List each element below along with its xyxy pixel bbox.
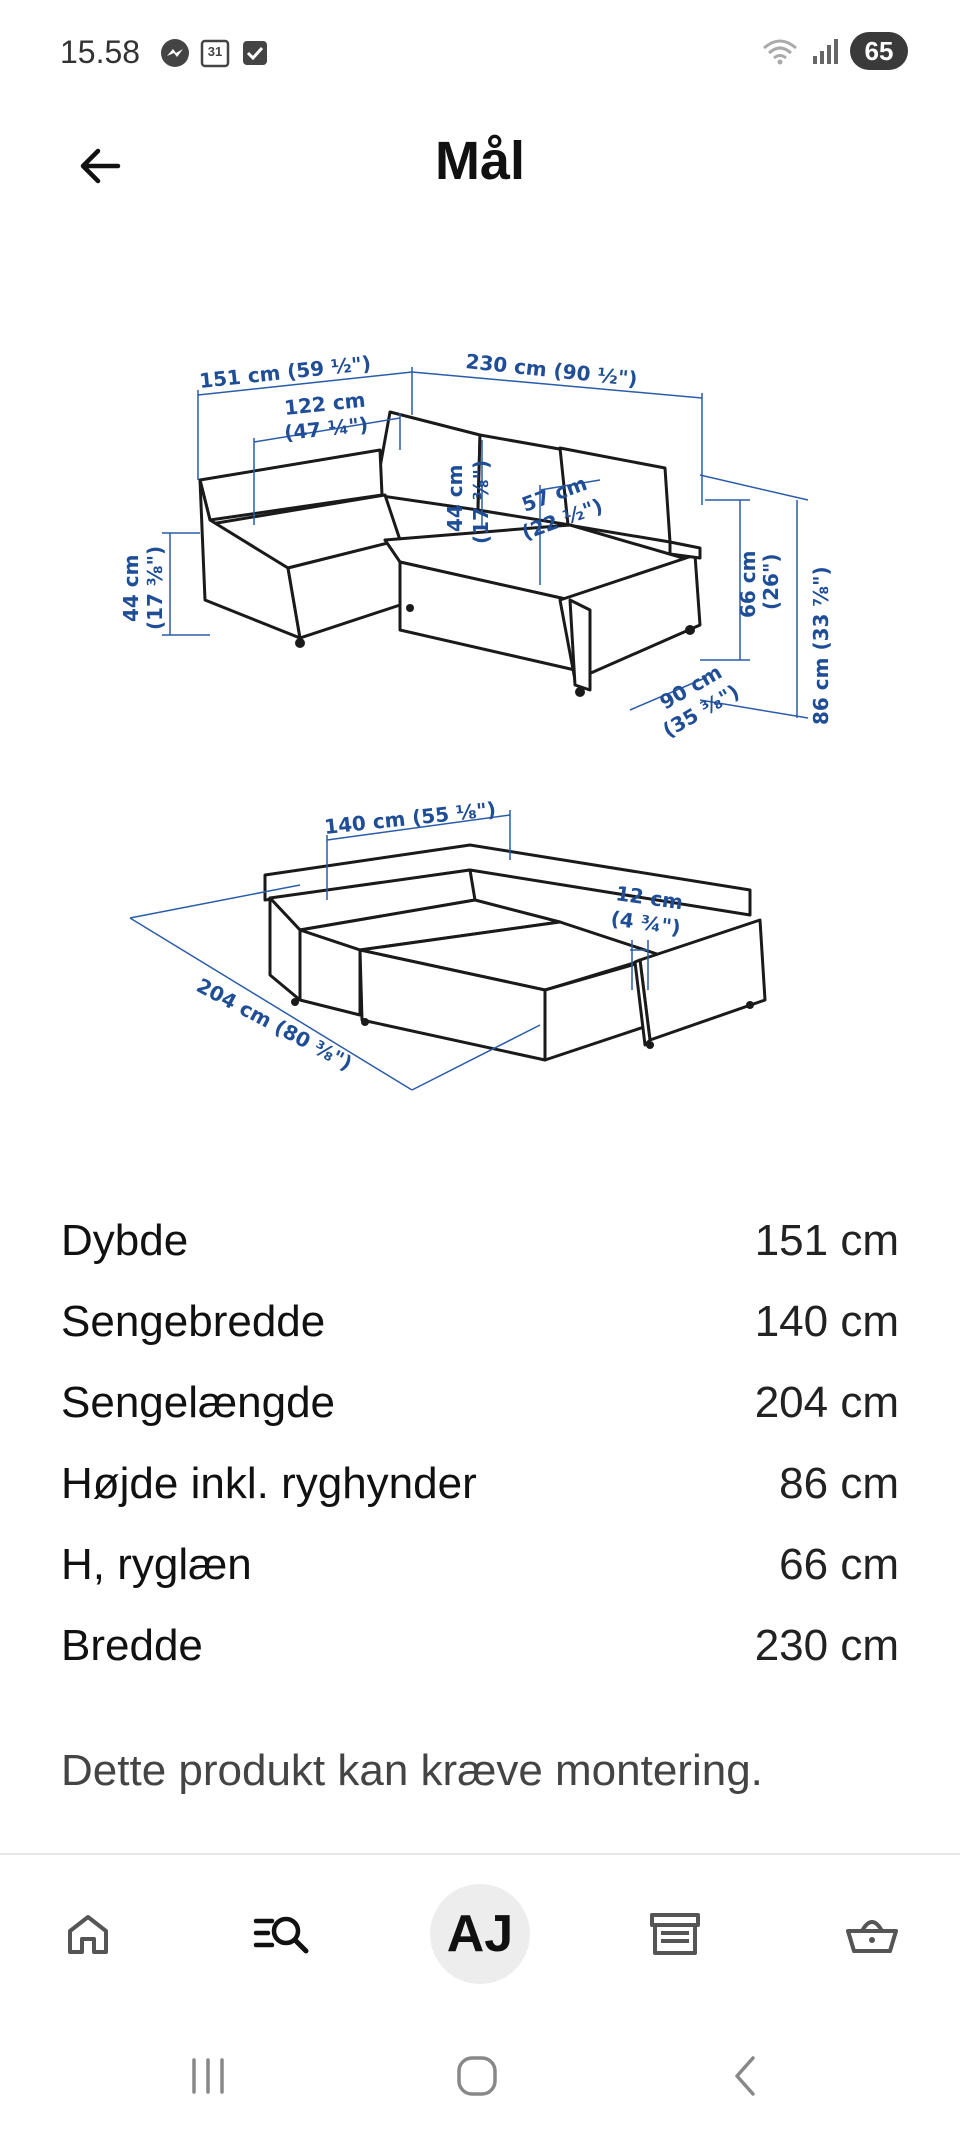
basket-icon (846, 1920, 898, 1953)
store-icon (650, 1913, 700, 1955)
system-home-button[interactable] (437, 2046, 517, 2106)
back-button[interactable] (62, 128, 138, 204)
dim-backrest-height-in: (26") (759, 553, 783, 610)
spec-label: Sengebredde (61, 1296, 326, 1346)
sofa-bottom-drawing (263, 843, 767, 1062)
assembly-note: Dette produkt kan kræve montering. (61, 1746, 763, 1795)
calendar-icon: 31 (200, 38, 230, 68)
dimension-lines-top (162, 367, 809, 719)
spec-label: Dybde (61, 1215, 189, 1265)
nav-search-button[interactable] (232, 1884, 332, 1984)
dimension-specs-list: Dybde 151 cm Sengebredde 140 cm Sengelæn… (61, 1200, 899, 1686)
wifi-icon (760, 36, 800, 66)
bottom-navigation: AJ (0, 1856, 960, 2006)
dim-total-height: 86 cm (33 ⅞") (809, 566, 833, 725)
nav-basket-button[interactable] (822, 1884, 922, 1984)
recents-button[interactable] (168, 2046, 248, 2106)
dim-seat-height-left-in: (17 ⅜") (143, 546, 167, 630)
back-chevron-icon (735, 2056, 755, 2096)
dim-back-height-mid-in: (17 ⅜") (469, 460, 493, 544)
spec-value: 204 cm (754, 1377, 899, 1427)
messenger-icon (160, 38, 190, 68)
spec-label: Bredde (61, 1620, 203, 1670)
status-icons-left: 31 (160, 38, 270, 68)
system-navigation-bar (0, 2006, 960, 2133)
nav-home-button[interactable] (38, 1884, 138, 1984)
spec-value: 140 cm (754, 1296, 899, 1346)
dim-backrest-height: 66 cm (736, 551, 760, 619)
sofa-diagram: 151 cm (59 ½") 230 cm (90 ½") 122 cm (47… (119, 349, 833, 1091)
spec-row-depth: Dybde 151 cm (61, 1200, 899, 1281)
search-list-icon (253, 1916, 309, 1954)
profile-avatar: AJ (430, 1884, 530, 1984)
status-bar: 15.58 31 65 (0, 0, 960, 108)
check-icon (240, 38, 270, 68)
dim-top-depth: 151 cm (59 ½") (198, 351, 372, 393)
spec-row-bed-length: Sengelængde 204 cm (61, 1362, 899, 1443)
dim-back-height-mid: 44 cm (443, 465, 467, 533)
header: Mål (0, 108, 960, 216)
spec-label: H, ryglæn (61, 1539, 252, 1589)
dim-seat-height-left: 44 cm (119, 555, 143, 623)
spec-value: 151 cm (754, 1215, 899, 1265)
status-time: 15.58 (60, 34, 141, 70)
sofa-dimensions-illustration: 151 cm (59 ½") 230 cm (90 ½") 122 cm (47… (100, 300, 860, 1140)
spec-row-bed-width: Sengebredde 140 cm (61, 1281, 899, 1362)
status-icons-right: 65 (760, 32, 908, 70)
spec-row-width: Bredde 230 cm (61, 1605, 899, 1686)
spec-value: 230 cm (754, 1620, 899, 1670)
battery-indicator: 65 (850, 32, 908, 70)
system-back-button[interactable] (705, 2046, 785, 2106)
calendar-day: 31 (207, 44, 223, 59)
spec-label: Sengelængde (61, 1377, 336, 1427)
nav-profile-button[interactable]: AJ (430, 1884, 530, 1984)
home-icon (68, 1915, 108, 1954)
spec-row-height-incl-cushions: Højde inkl. ryghynder 86 cm (61, 1443, 899, 1524)
dim-bed-width: 140 cm (55 ⅛") (323, 797, 497, 839)
spec-row-backrest-height: H, ryglæn 66 cm (61, 1524, 899, 1605)
signal-icon (810, 36, 840, 66)
dimension-lines-bottom (129, 810, 649, 1091)
arrow-left-icon (80, 148, 121, 184)
spec-label: Højde inkl. ryghynder (61, 1458, 477, 1508)
page-title: Mål (434, 131, 526, 191)
home-circle-icon (457, 2056, 497, 2096)
recents-icon (192, 2058, 224, 2094)
sofa-top-drawing (198, 410, 702, 697)
nav-store-button[interactable] (625, 1884, 725, 1984)
bottom-nav-divider (0, 1853, 960, 1855)
spec-value: 66 cm (779, 1539, 899, 1589)
spec-value: 86 cm (779, 1458, 899, 1508)
